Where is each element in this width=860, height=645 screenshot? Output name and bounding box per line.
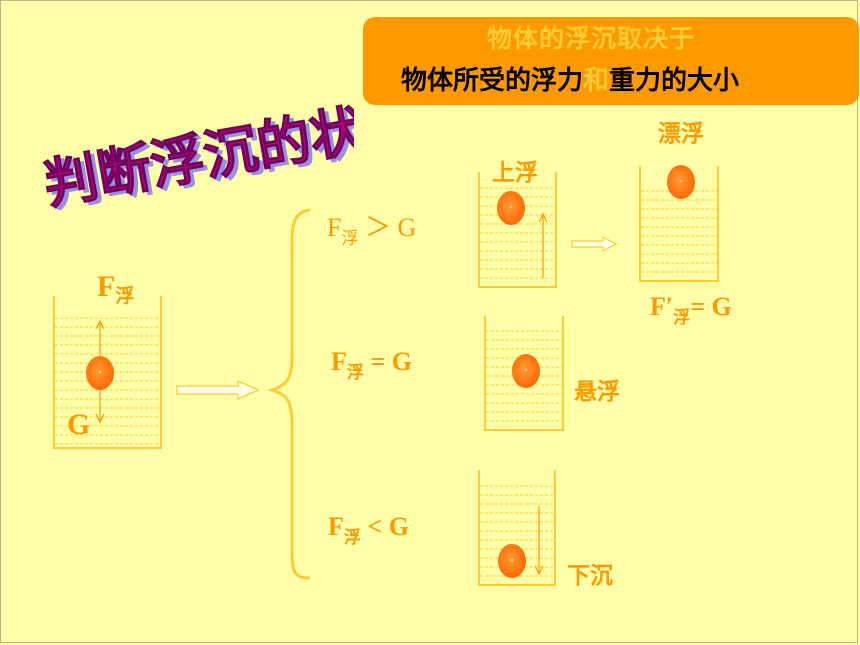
brace: [266, 208, 311, 580]
title-wordart: 判断浮沉的状态 判断浮沉的状态: [39, 88, 354, 210]
banner-line-2: 物体所受的浮力和重力的大小: [401, 60, 739, 97]
buoyancy-label: F浮: [97, 270, 135, 307]
condition-less: F浮 < G: [328, 512, 409, 548]
gravity-label: G: [67, 408, 91, 441]
float-container: [639, 165, 719, 282]
banner-line-1: 物体的浮沉取决于: [487, 24, 696, 53]
hollow-arrow-small: [571, 235, 618, 253]
sink-container: [478, 470, 556, 586]
hollow-arrow-main: [176, 379, 260, 401]
banner-line-2-part-2: 重力的大小: [609, 66, 740, 96]
main-container: [53, 296, 162, 449]
banner-line-2-and: 和: [583, 66, 610, 96]
condition-greater: F浮 ＞ G: [327, 213, 417, 249]
float-condition: F′浮= G: [650, 292, 732, 328]
rise-container: [478, 172, 557, 288]
state-sink-label: 下沉: [567, 563, 613, 589]
condition-equal: F浮 = G: [331, 347, 412, 383]
state-float-label: 漂浮: [658, 121, 704, 147]
banner-box: [363, 17, 859, 105]
state-suspend-label: 悬浮: [574, 379, 620, 405]
state-rise-label: 上浮: [492, 160, 538, 186]
banner-line-2-part-1: 物体所受的浮力: [401, 66, 584, 96]
suspend-container: [484, 316, 564, 431]
